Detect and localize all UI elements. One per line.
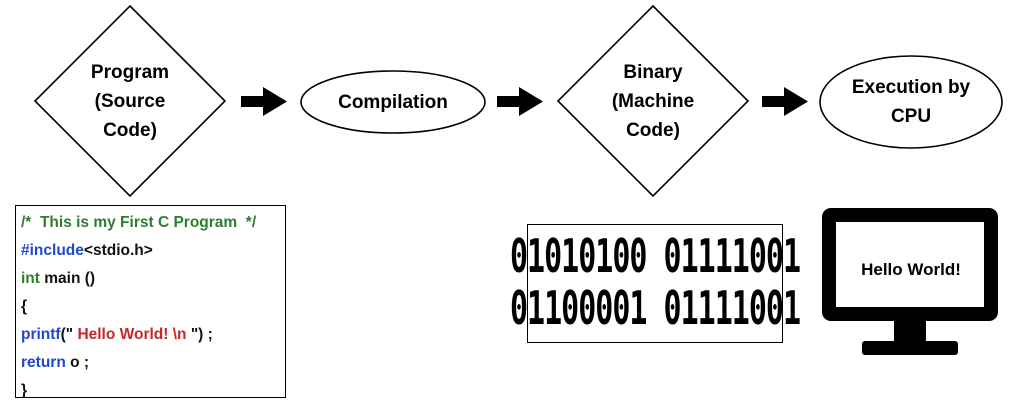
code-line-return: return o ;	[21, 354, 90, 371]
code-line-comment: /* This is my First C Program */	[21, 214, 257, 231]
arrow-binary-to-execution	[762, 87, 808, 116]
program-label-line-2: (Source	[94, 90, 166, 112]
code-line-printf: printf(" Hello World! \n ") ;	[21, 326, 213, 343]
machine-code-box: 01010100 01111001 01100001 01111001	[510, 224, 801, 343]
binary-row-1: 01010100 01111001	[509, 230, 801, 285]
binary-label-line-2: (Machine	[611, 90, 695, 112]
compilation-label: Compilation	[338, 91, 448, 113]
execution-label-line-2: CPU	[890, 106, 932, 127]
execution-label: Execution by CPU	[836, 72, 986, 132]
monitor-screen-text: Hello World!	[861, 260, 961, 279]
binary-diamond	[556, 4, 750, 198]
code-line-close-brace: }	[21, 382, 28, 398]
code-line-include: #include<stdio.h>	[21, 242, 153, 259]
code-line-main: int main ()	[21, 270, 96, 287]
arrow-program-to-compilation	[241, 87, 287, 116]
binary-label-line-3: Code)	[626, 119, 680, 141]
binary-label: Binary (Machine Code)	[593, 56, 713, 146]
binary-label-line-1: Binary	[623, 61, 683, 83]
execution-label-line-1: Execution by	[851, 77, 971, 98]
program-label-line-3: Code)	[103, 119, 157, 141]
program-label: Program (Source Code)	[70, 56, 190, 146]
monitor-icon	[822, 208, 998, 355]
binary-row-2: 01100001 01111001	[509, 282, 801, 337]
code-line-open-brace: {	[21, 298, 28, 315]
compilation-ellipse	[300, 70, 486, 134]
arrow-compilation-to-binary	[497, 87, 543, 116]
execution-ellipse	[819, 55, 1003, 149]
program-label-line-1: Program	[90, 61, 170, 83]
source-code-box: /* This is my First C Program */ #includ…	[15, 205, 286, 398]
program-diamond	[33, 4, 227, 198]
